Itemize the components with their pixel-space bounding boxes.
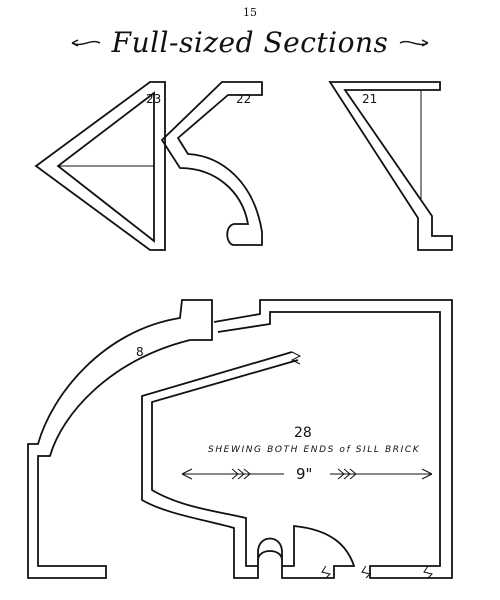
- section-28-break-mark-top: [290, 351, 302, 365]
- section-28-label: 28: [294, 425, 312, 441]
- section-23-outline: [34, 81, 166, 251]
- section-28-inner-profile: [141, 351, 356, 579]
- section-8: 8: [27, 299, 213, 579]
- title-block: Full-sized Sections: [0, 26, 500, 59]
- section-21-label: 21: [362, 92, 377, 106]
- feather-right-icon: [337, 468, 357, 480]
- section-28: 28 SHEWING BOTH ENDS of SILL BRICK 9": [141, 299, 453, 579]
- section-23-label: 23: [146, 92, 161, 106]
- dimension-line: 9": [181, 465, 433, 483]
- section-21-outline: [328, 81, 453, 251]
- feather-left-icon: [231, 468, 251, 480]
- section-22: 22: [160, 81, 263, 246]
- page-title: Full-sized Sections: [111, 26, 389, 59]
- flourish-left-icon: [71, 38, 101, 47]
- section-22-label: 22: [236, 92, 251, 106]
- section-28-caption: SHEWING BOTH ENDS of SILL BRICK: [208, 445, 420, 455]
- flourish-right-icon: [399, 38, 429, 47]
- section-8-label: 8: [136, 345, 144, 359]
- section-23: 23: [34, 81, 166, 251]
- section-28-outer-wall: [213, 299, 453, 579]
- arrow-right-icon: [421, 468, 433, 480]
- page-number: 15: [243, 6, 257, 19]
- section-28-break-mark-bottom: [321, 565, 433, 579]
- section-8-outline: [27, 299, 213, 579]
- section-21: 21: [328, 81, 453, 251]
- dimension-label: 9": [296, 465, 312, 483]
- section-22-outline: [160, 81, 263, 246]
- arrow-left-icon: [181, 468, 193, 480]
